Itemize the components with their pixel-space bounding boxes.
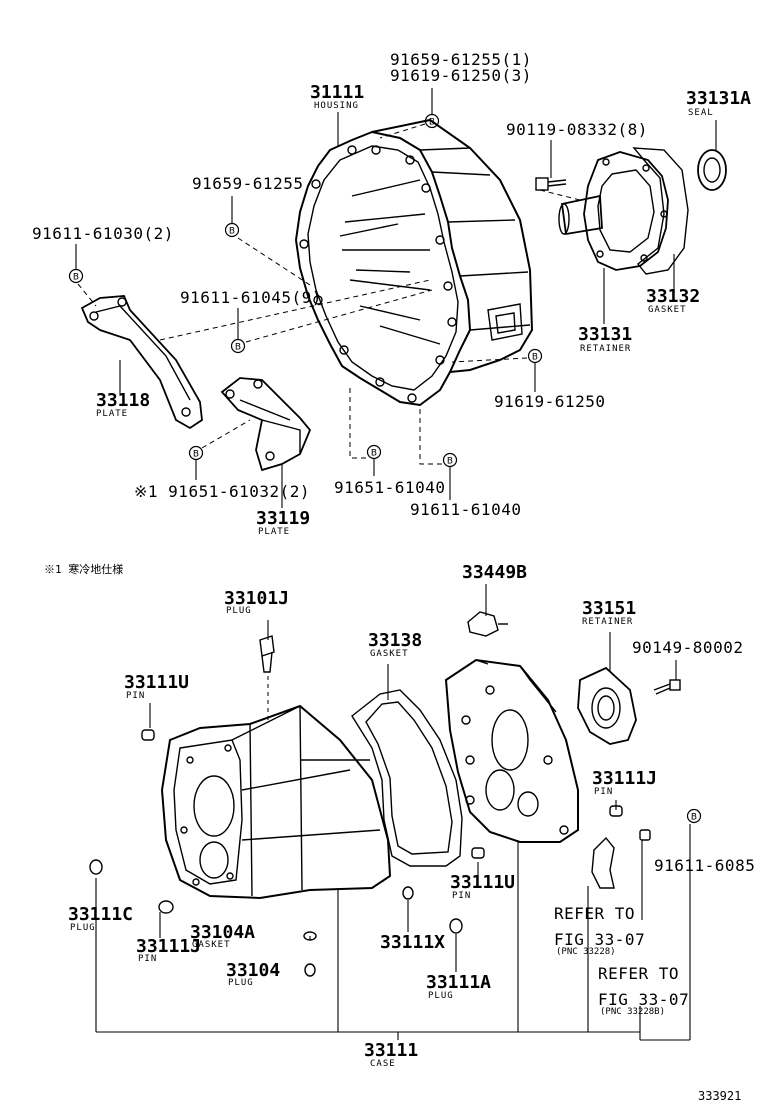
plate-33118-drawing — [80, 295, 203, 430]
label-pin-33111u-1-name: PIN — [126, 691, 146, 701]
svg-text:B: B — [73, 273, 79, 283]
bolt-90149-drawing — [653, 679, 681, 695]
svg-text:B: B — [532, 353, 538, 363]
label-bolt-91619: 91619-61250 — [494, 392, 606, 411]
svg-text:B: B — [229, 227, 235, 237]
label-retainer-pn: 33131 — [578, 324, 633, 345]
retainer-bolt-drawing — [535, 177, 567, 191]
label-bolt-91619-3: 91619-61250(3) — [390, 66, 532, 85]
plate-33119-drawing — [220, 377, 312, 472]
gasket-33138-drawing — [351, 689, 463, 867]
bolt-symbol-bottom — [686, 808, 702, 824]
label-plug-33104-pn: 33104 — [226, 960, 281, 981]
label-bolt-91659: 91659-61255 — [192, 174, 304, 193]
label-pin-33111u-2-pn: 33111U — [450, 872, 516, 893]
label-pin-33111x: 33111X — [380, 932, 446, 953]
gasket-33132-drawing — [632, 147, 689, 275]
label-seal-pn: 33131A — [686, 88, 752, 109]
label-bolt-91651: 91651-61040 — [334, 478, 446, 497]
label-plug-33111c-name: PLUG — [70, 923, 96, 933]
svg-text:B: B — [193, 450, 199, 460]
retainer-33151-drawing — [577, 666, 637, 745]
label-gasket-name: GASKET — [648, 305, 687, 315]
label-plug-33104-name: PLUG — [228, 978, 254, 988]
svg-text:B: B — [447, 457, 453, 467]
plug-33101j-drawing — [259, 635, 275, 673]
svg-text:B: B — [429, 118, 435, 128]
label-refer-1-l1: REFER TO — [554, 904, 636, 923]
bolt-symbols-top — [68, 113, 543, 468]
label-retainer-33151-pn: 33151 — [582, 598, 637, 619]
label-plug-33111c-pn: 33111C — [68, 904, 134, 925]
label-seal-name: SEAL — [688, 108, 714, 118]
extension-plate-drawing — [444, 658, 579, 843]
label-retainer-name: RETAINER — [580, 344, 632, 354]
label-gasket-pn: 33132 — [646, 286, 701, 307]
svg-text:B: B — [235, 343, 241, 353]
label-refer-2-l1: REFER TO — [598, 964, 680, 983]
label-bolt-91659-1: 91659-61255(1) — [390, 50, 532, 69]
label-gasket-33104a-name: GASKET — [192, 940, 231, 950]
label-bolt-91611-6085: 91611-6085 — [654, 856, 756, 875]
label-case-pn: 33111 — [364, 1040, 419, 1061]
label-bolt-90149: 90149-80002 — [632, 638, 744, 657]
label-pin-33111j-1-name: PIN — [594, 787, 614, 797]
label-plate-33118-name: PLATE — [96, 409, 129, 419]
label-housing-pn: 31111 — [310, 82, 365, 103]
label-housing-name: HOUSING — [314, 101, 359, 111]
label-pin-33111j-2-name: PIN — [138, 954, 158, 964]
footnote: ※1 寒冷地仕様 — [44, 563, 124, 576]
label-retainer-33151-name: RETAINER — [582, 617, 634, 627]
label-bolt-91611: 91611-61040 — [410, 500, 522, 519]
label-refer-2-l3: (PNC 33228B) — [600, 1007, 666, 1017]
bolt-symbol-letters-top: B B B B B B B B — [73, 118, 538, 467]
label-plate-33118-pn: 33118 — [96, 390, 151, 411]
label-bolt-91651-2: ※1 91651-61032(2) — [134, 482, 311, 501]
sensor-drawing — [467, 611, 508, 637]
label-retainer-bolt: 90119-08332(8) — [506, 120, 648, 139]
label-pin-33111u-1-pn: 33111U — [124, 672, 190, 693]
label-refer-1-l3: (PNC 33228) — [556, 947, 616, 957]
transmission-case-drawing — [160, 704, 392, 900]
label-bolt-91611-2: 91611-61030(2) — [32, 224, 174, 243]
dashed-leaders-top — [77, 123, 581, 465]
label-pin-33111u-2-name: PIN — [452, 891, 472, 901]
label-plug-33101j-name: PLUG — [226, 606, 252, 616]
label-pin-33111j-2-pn: 33111J — [136, 936, 202, 957]
label-plate-33119-name: PLATE — [258, 527, 291, 537]
bolt-symbol-letter-bottom: B — [691, 813, 697, 823]
svg-text:B: B — [371, 449, 377, 459]
label-case-name: CASE — [370, 1059, 396, 1069]
label-refer-1-l2: FIG 33-07 — [554, 930, 646, 949]
label-plate-33119-pn: 33119 — [256, 508, 311, 529]
label-sensor: 33449B — [462, 562, 528, 583]
label-gasket-33104a-pn: 33104A — [190, 922, 256, 943]
small-pins-drawing — [89, 729, 651, 977]
figure-id: 333921 — [698, 1089, 742, 1103]
label-pin-33111j-1-pn: 33111J — [592, 768, 658, 789]
leaders-bottom — [95, 584, 691, 1041]
label-refer-2-l2: FIG 33-07 — [598, 990, 690, 1009]
label-gasket-33138-pn: 33138 — [368, 630, 423, 651]
label-plug-33111a-name: PLUG — [428, 991, 454, 1001]
leaders-top — [75, 88, 717, 508]
label-gasket-33138-name: GASKET — [370, 649, 409, 659]
label-bolt-91611-9: 91611-61045(9) — [180, 288, 322, 307]
seal-drawing — [697, 149, 727, 191]
label-plug-33101j-pn: 33101J — [224, 588, 290, 609]
label-plug-33111a-pn: 33111A — [426, 972, 492, 993]
clutch-housing-drawing — [294, 118, 534, 407]
